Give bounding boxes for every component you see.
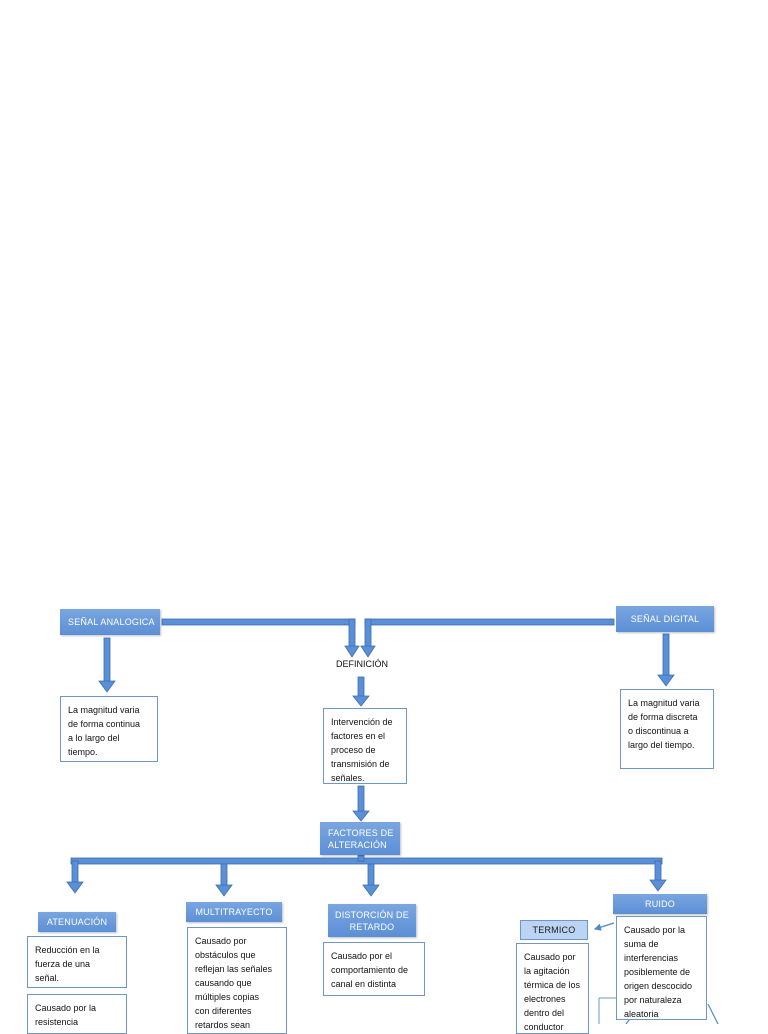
node-senal-digital: SEÑAL DIGITAL <box>616 606 714 632</box>
box-ruido-desc: Causado por la suma de interferencias po… <box>616 916 707 1020</box>
arrow-definicion-desc <box>352 676 370 707</box>
box-definicion-desc: Intervención de factores en el proceso d… <box>323 708 407 784</box>
node-factores-alteracion: FACTORES DE ALTERACIÓN <box>320 822 400 855</box>
arrow-desc-factores <box>352 785 370 822</box>
node-ruido: RUIDO <box>613 894 707 914</box>
box-multitrayecto-desc: Causado por obstáculos que reflejan las … <box>187 927 287 1034</box>
node-definicion: DEFINICIÓN <box>336 659 389 669</box>
box-termico-desc: Causado por la agitación térmica de los … <box>516 943 589 1034</box>
connector-digital-definicion <box>360 618 615 658</box>
arrow-ruido-termico <box>593 922 615 931</box>
box-atenuacion-desc: Reducción en la fuerza de una señal. <box>27 936 127 988</box>
node-atenuacion: ATENUACIÓN <box>38 912 116 932</box>
arrow-analogica-desc <box>98 637 116 693</box>
box-atenuacion-desc-2: Causado por la resistencia <box>27 994 127 1034</box>
node-termico: TERMICO <box>520 920 588 940</box>
node-multitrayecto: MULTITRAYECTO <box>186 902 282 922</box>
arrow-digital-desc <box>657 633 675 687</box>
connector-analogica-definicion <box>161 618 360 658</box>
box-digital-desc: La magnitud varia de forma discreta o di… <box>620 689 714 769</box>
node-distorcion-retardo: DISTORCIÓN DE RETARDO <box>328 904 416 937</box>
box-distorcion-desc: Causado por el comportamiento de canal e… <box>323 942 425 996</box>
node-senal-analogica: SEÑAL ANALOGICA <box>60 609 160 635</box>
connector-factores-branches <box>66 854 667 897</box>
box-analogica-desc: La magnitud varia de forma continua a lo… <box>60 696 158 762</box>
